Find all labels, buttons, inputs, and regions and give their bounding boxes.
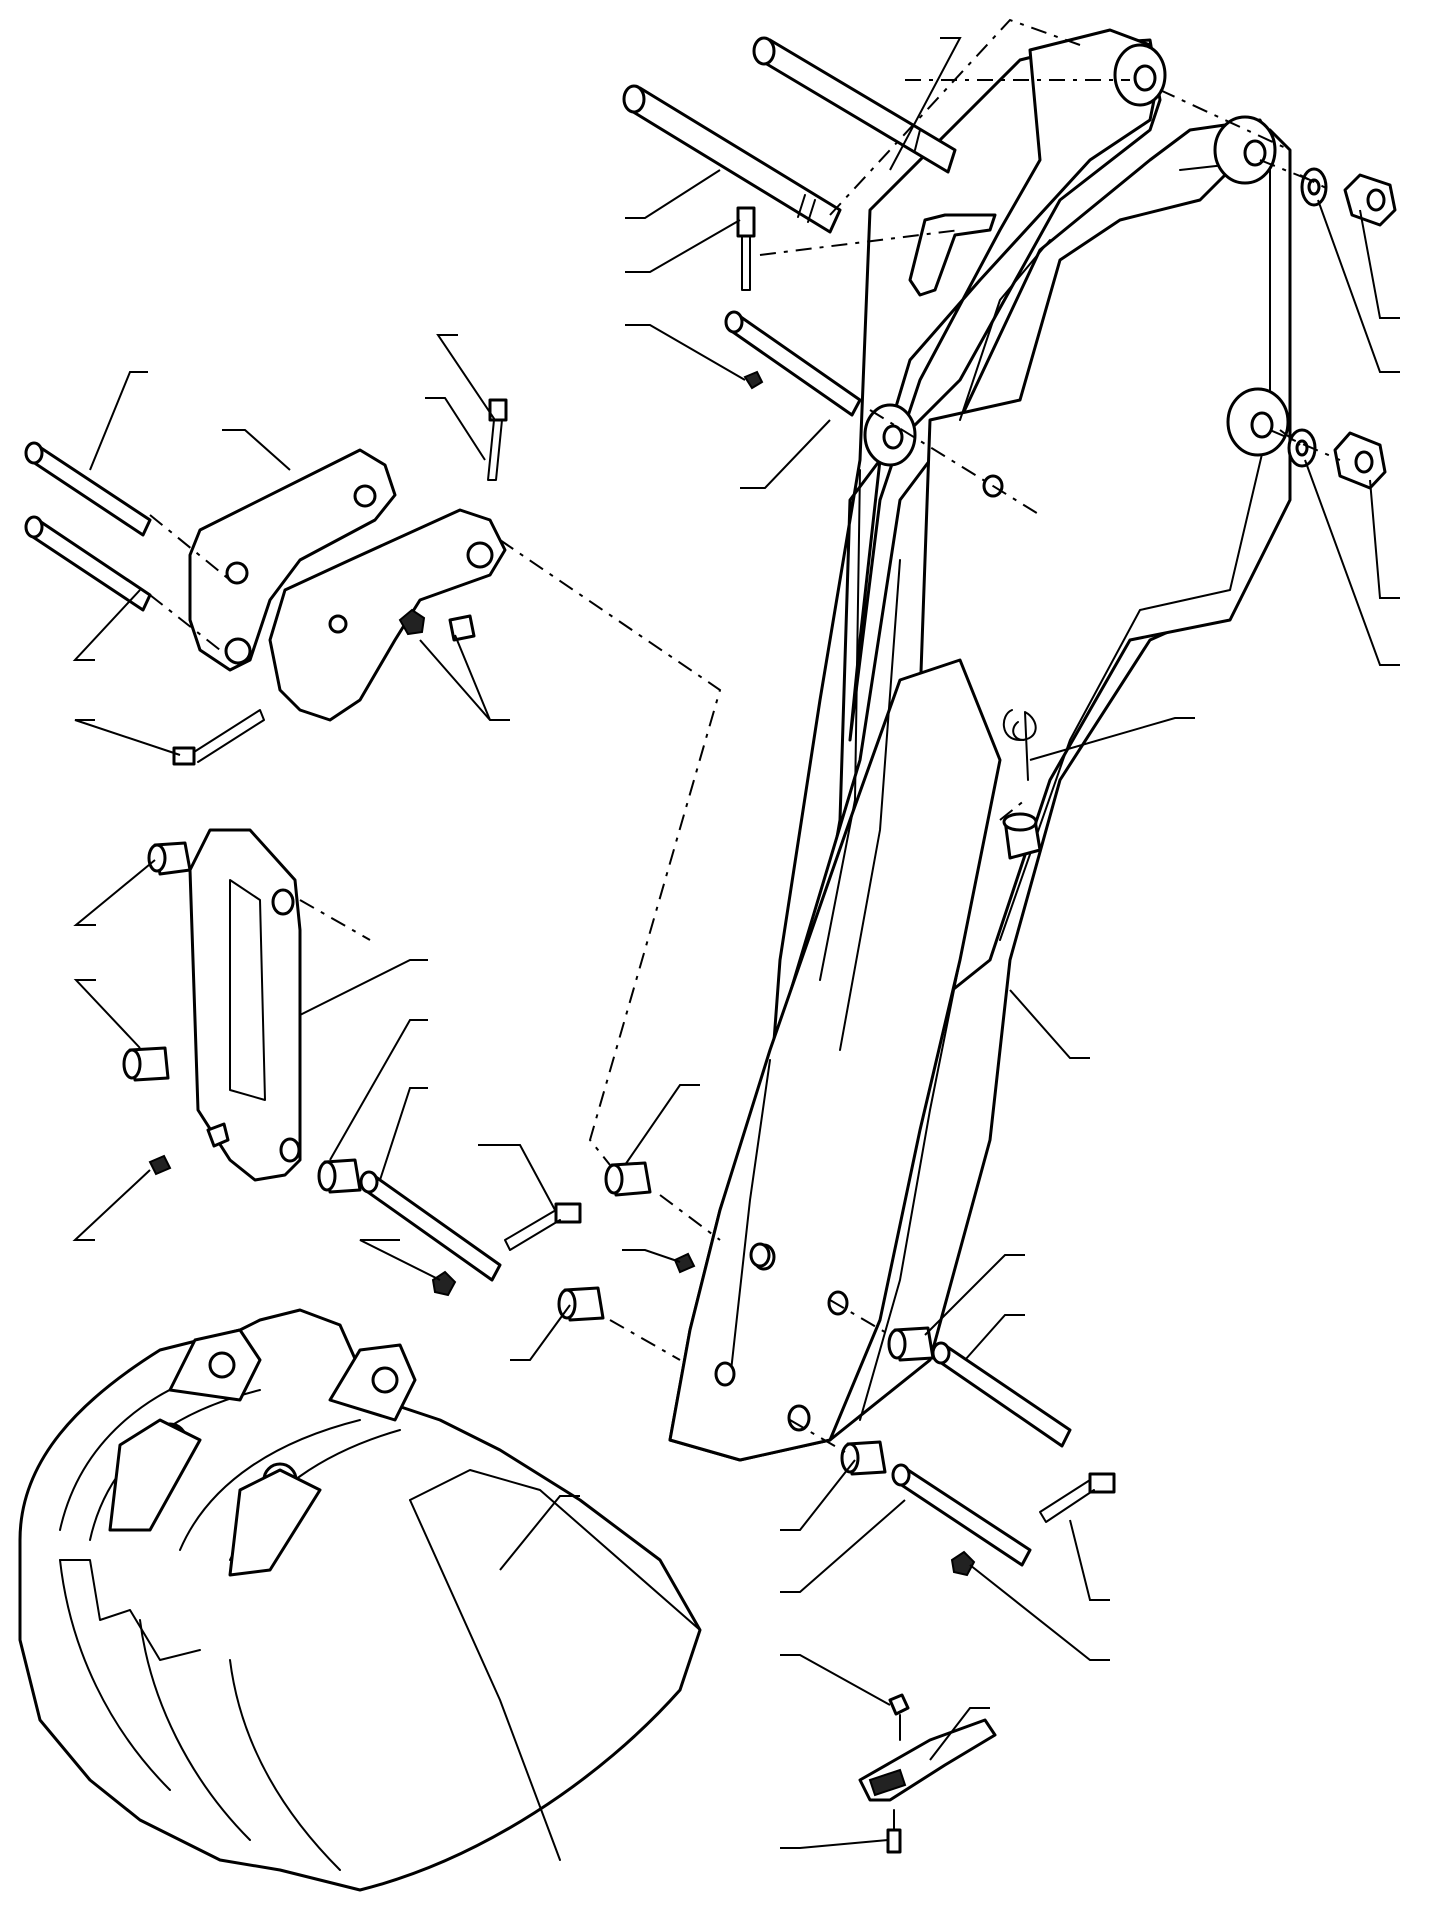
washer-arm bbox=[749, 1242, 771, 1268]
bucket-tooth bbox=[858, 1693, 997, 1854]
top-pin-short bbox=[622, 84, 842, 234]
pin-right-lower bbox=[891, 1463, 1032, 1567]
retaining-pin-upper bbox=[724, 310, 862, 417]
washer-mid bbox=[1287, 428, 1317, 468]
bolt-right bbox=[1039, 1472, 1116, 1523]
grease-nipple-arm bbox=[673, 1252, 696, 1274]
bushing-link-bottom bbox=[122, 1046, 170, 1082]
link-pin-upper bbox=[24, 441, 152, 537]
bushing-link-pin bbox=[317, 1158, 362, 1194]
bucket bbox=[18, 1308, 702, 1892]
link-nuts bbox=[398, 608, 476, 642]
bushing-arm-upper bbox=[604, 1161, 652, 1197]
link-bolt-lower bbox=[172, 709, 265, 766]
bushing-arm-lower bbox=[557, 1286, 605, 1322]
top-bolt bbox=[736, 206, 756, 291]
link-bolt-top bbox=[487, 398, 508, 481]
nut-right bbox=[950, 1550, 976, 1577]
link-pin bbox=[359, 1170, 502, 1282]
arm-retaining-pin bbox=[1002, 812, 1042, 860]
link-pin-bolt bbox=[504, 1202, 582, 1251]
link-assembly bbox=[188, 448, 507, 722]
link-pin-lower bbox=[24, 515, 152, 612]
bushing-link-top bbox=[147, 841, 192, 876]
r-clip bbox=[1002, 709, 1037, 781]
nut-mid bbox=[1333, 431, 1387, 490]
dipper-arm bbox=[668, 28, 1292, 1462]
connecting-link bbox=[188, 828, 302, 1182]
nut-top bbox=[1343, 173, 1397, 227]
leader-lines bbox=[72, 37, 1400, 1849]
grease-nipple-link bbox=[148, 1154, 172, 1176]
link-pin-nut bbox=[431, 1270, 457, 1297]
pin-right-upper bbox=[931, 1341, 1072, 1448]
alignment-lines bbox=[149, 18, 1341, 1453]
